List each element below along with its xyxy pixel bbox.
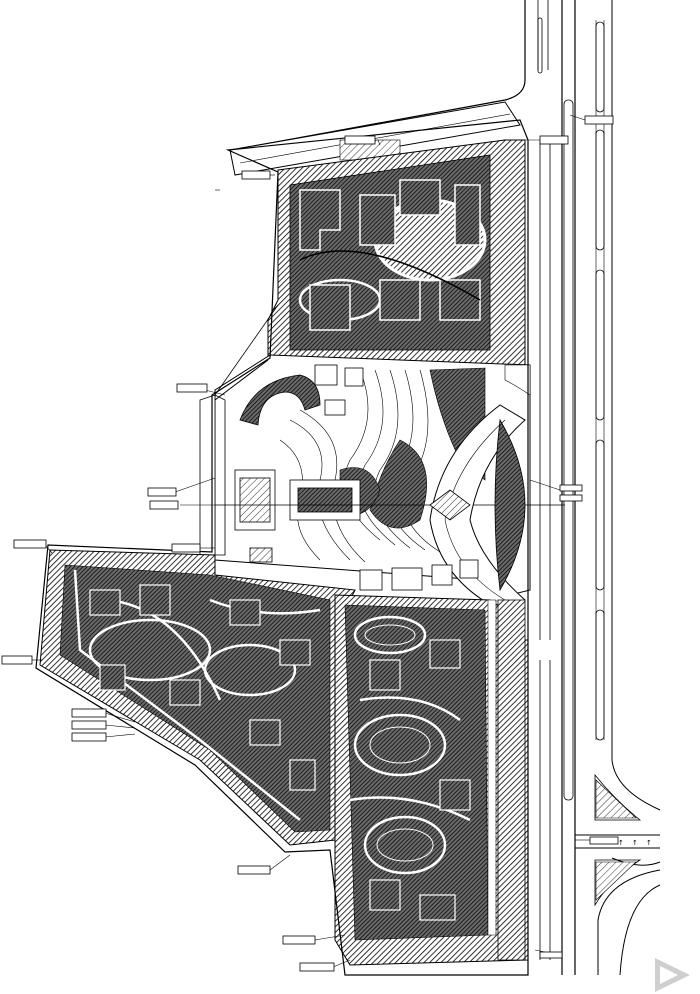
callout-14 [71,732,136,742]
central-plaza [214,354,565,611]
callout-1 [569,114,614,125]
callout-road-southeast [575,836,619,845]
watermark-logo [655,958,690,992]
north-residential-block [267,139,526,366]
callout-15 [237,854,291,875]
callout-16 [282,934,346,945]
road-arrow-1: ↑ [618,839,624,847]
west-edge-path [199,304,279,556]
callout-13 [71,720,136,730]
callout-road-bottom [534,949,563,959]
callout-labels [1,114,619,972]
callout-3 [344,135,381,146]
callout-2 [520,135,569,145]
callout-10 [13,539,53,554]
callout-road-east [529,479,583,502]
callout-8 [149,500,215,510]
callout-7 [147,477,216,497]
south-residential-block [334,594,529,966]
callout-12 [71,708,136,723]
callout-17 [299,959,351,972]
road-arrow-3: ↑ [646,839,652,847]
callout-4 [241,170,275,180]
road-arrow-2: ↑ [632,839,638,847]
callout-6 [176,383,226,396]
main-road: ↑ ↑ ↑ [231,0,661,976]
callout-9 [171,543,215,553]
callout-11 [1,655,42,665]
southwest-residential-block [39,549,356,846]
